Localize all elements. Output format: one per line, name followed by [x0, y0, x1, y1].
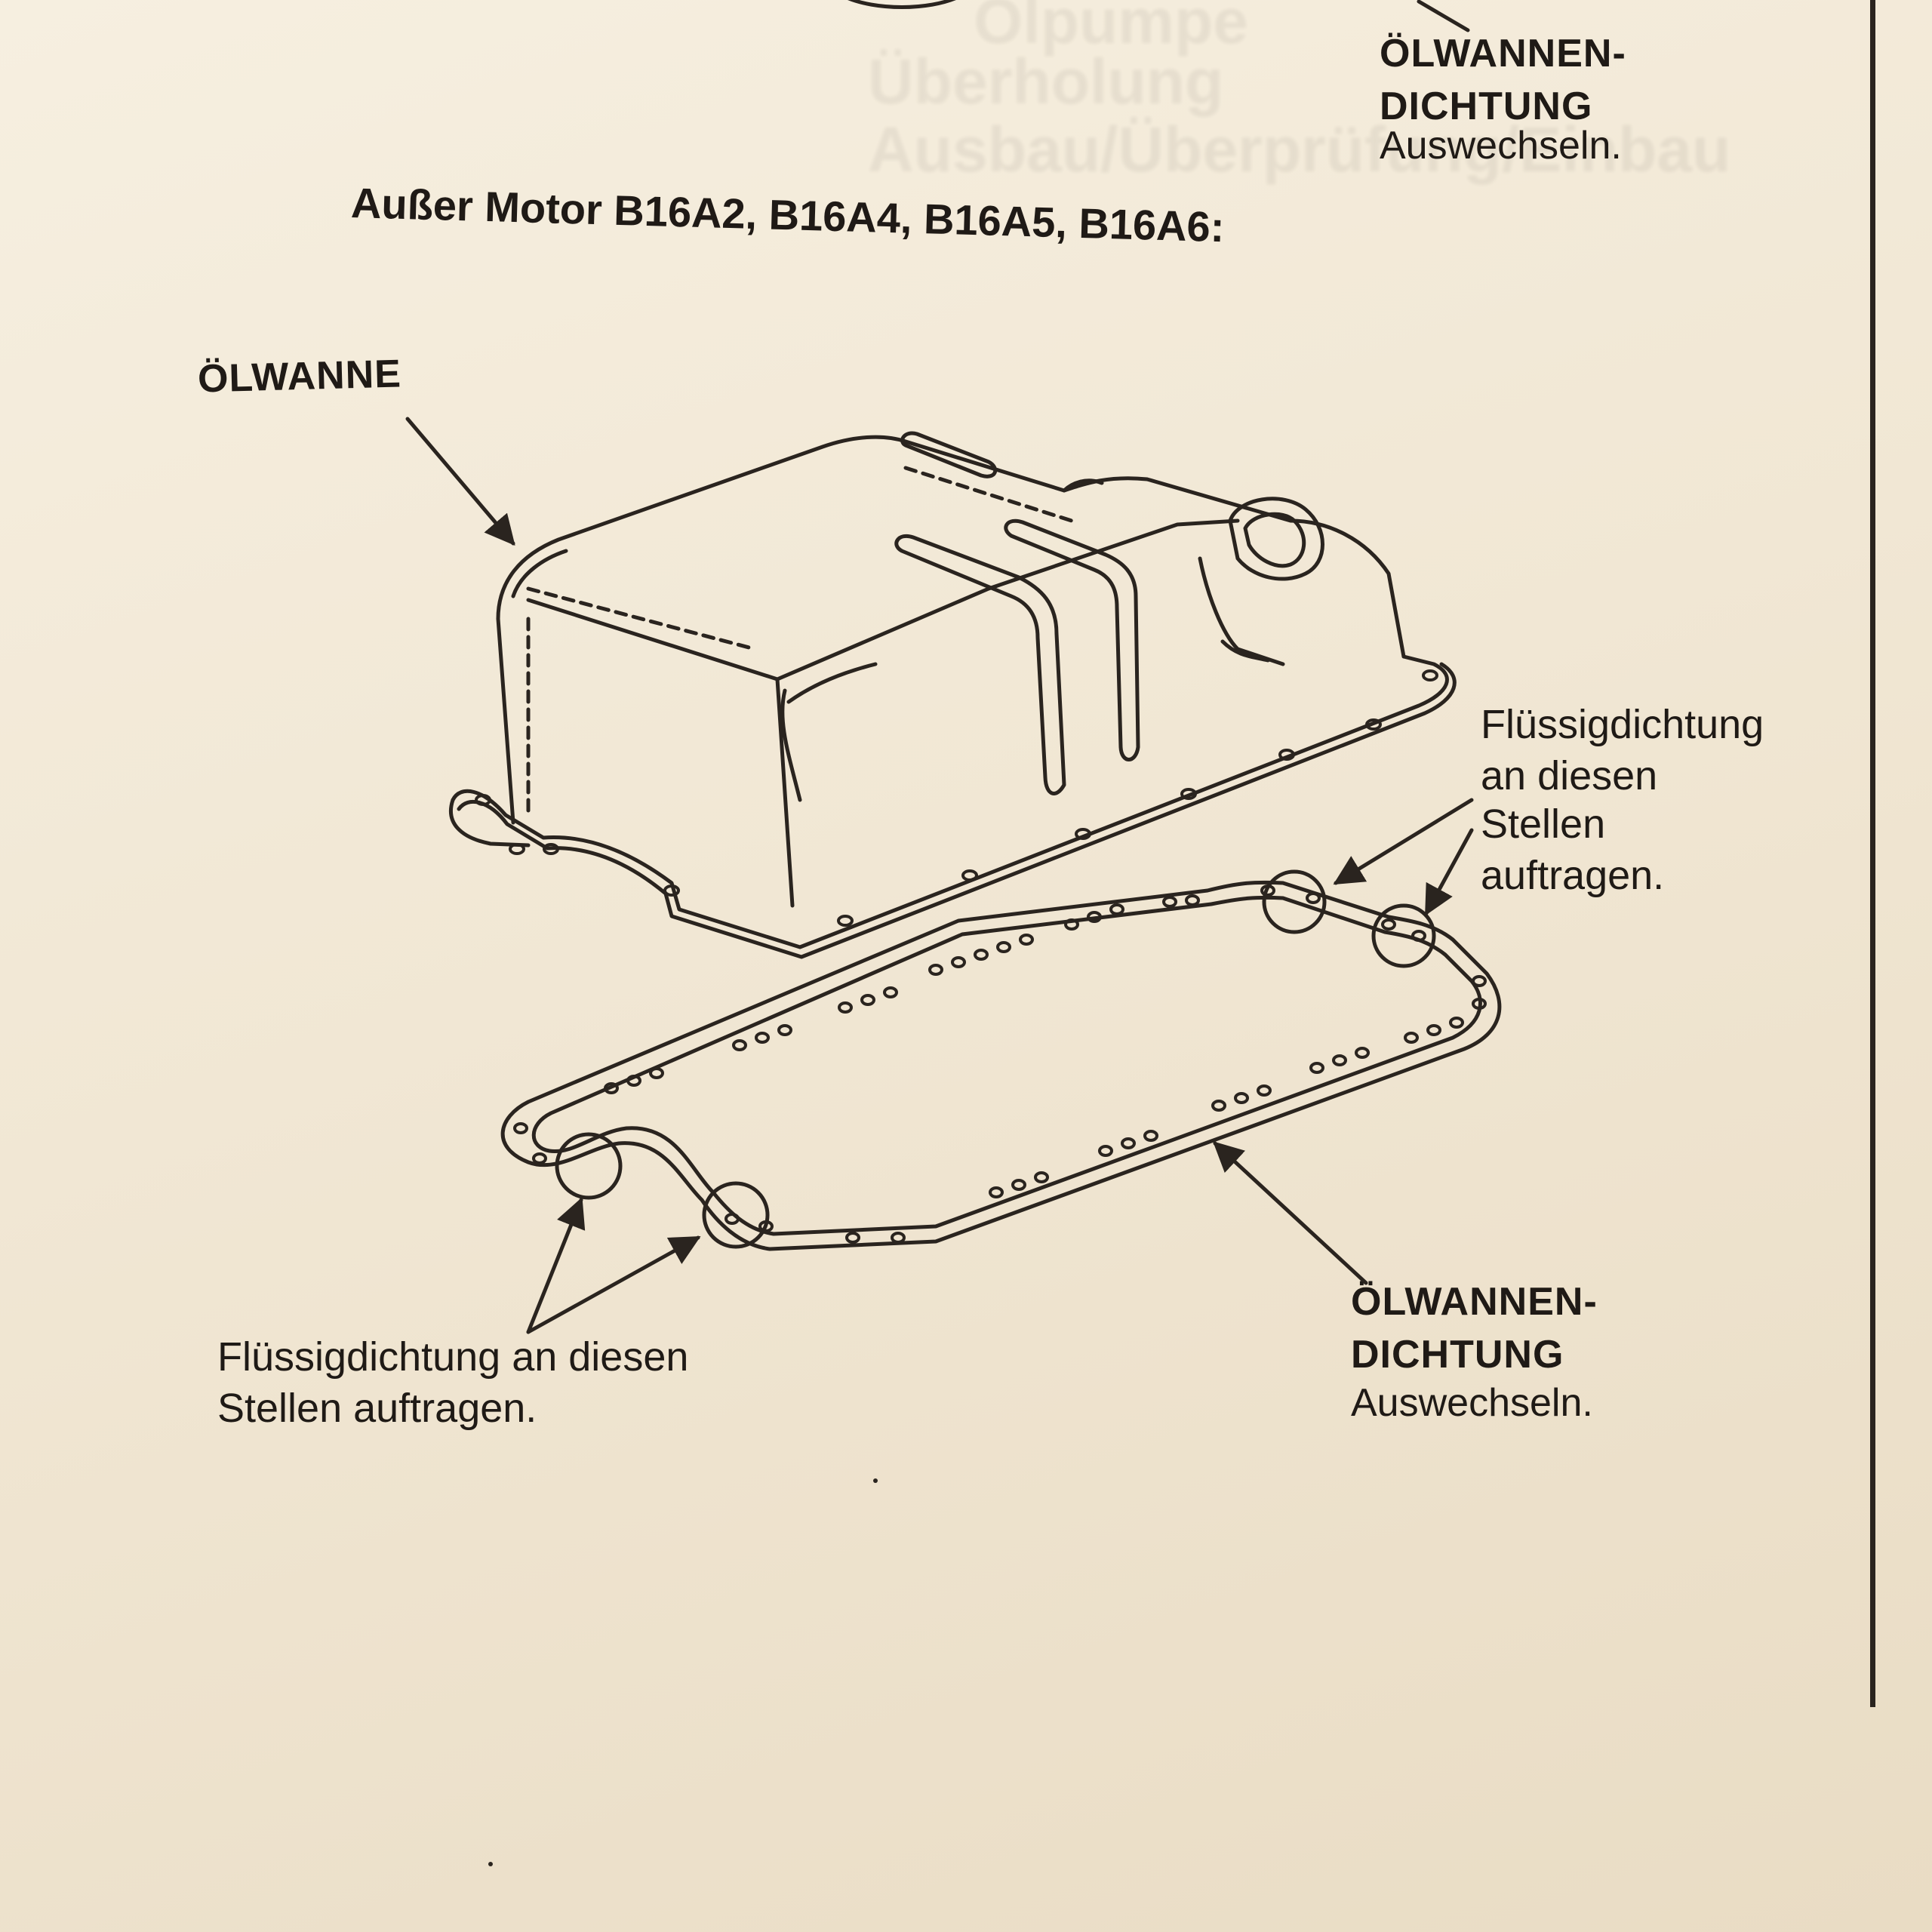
sealant-spot-top-right [1371, 903, 1436, 968]
ghost-text-2: Überholung [868, 46, 1224, 117]
oil-pan-step-2 [1220, 639, 1270, 663]
gasket-inner [531, 895, 1482, 1236]
gasket-sub: Auswechseln. [1351, 1381, 1593, 1425]
oil-pan-front-wall-inner [786, 662, 878, 704]
speck-2 [488, 1862, 493, 1866]
rib-2 [1004, 518, 1140, 761]
sealant-right-line-4: auftragen. [1481, 853, 1665, 898]
oil-pan-flange-left [448, 798, 531, 848]
ghost-text-3: Ausbau/Überprüfung/Einbau [868, 114, 1731, 185]
arrow-sealant-right-2 [1424, 828, 1474, 916]
arrow-sealant-right-1 [1333, 798, 1474, 885]
arrow-sealant-left-2 [526, 1235, 701, 1334]
sealant-right-line-3: Stellen [1481, 801, 1606, 847]
oil-pan-body [496, 435, 1406, 825]
arrow-oil-pan [405, 417, 515, 546]
ghost-text-1: Ölpumpe [974, 0, 1249, 57]
oil-pan-flange-inner [457, 662, 1457, 959]
gasket-title-1: ÖLWANNEN- [1351, 1280, 1598, 1324]
gasket-title-2: DICHTUNG [1351, 1333, 1564, 1377]
cutoff-leader [1417, 0, 1470, 32]
gasket-outer [500, 880, 1502, 1251]
page-margin-rule [1870, 0, 1875, 1707]
oil-pan-front-wall [775, 677, 795, 908]
leader-arrows [405, 417, 1474, 1334]
sealant-spot-bottom-left [555, 1132, 623, 1200]
sealant-right-line-1: Flüssigdichtung [1481, 702, 1764, 747]
sealant-left-line-1: Flüssigdichtung an diesen [217, 1334, 689, 1380]
arrow-sealant-left-1 [526, 1197, 586, 1334]
oil-pan-bolt-holes [475, 669, 1438, 927]
sealant-right-line-2: an diesen [1481, 753, 1658, 798]
arrow-gasket [1213, 1141, 1368, 1285]
speck-1 [873, 1478, 878, 1483]
oil-pan-dashed-1 [526, 586, 757, 651]
oil-pan-drain-boss-inner [1243, 512, 1306, 568]
oil-pan-top-front-edge [526, 518, 1240, 681]
gasket-bolt-holes [513, 884, 1487, 1244]
top-gasket-title-2: DICHTUNG [1380, 85, 1593, 128]
oil-pan-right-wall-back [780, 688, 802, 802]
top-gasket-sub: Auswechseln. [1380, 124, 1622, 168]
oil-pan-dashed-3 [903, 466, 1074, 523]
oil-pan-step [1198, 556, 1285, 666]
sealant-left-line-2: Stellen auftragen. [217, 1386, 537, 1431]
oil-pan-left-corner [511, 549, 568, 598]
oil-pan-rear-section [1062, 478, 1104, 493]
sealant-spot-bottom-right [702, 1181, 770, 1249]
rib-1 [894, 534, 1066, 795]
oil-pan-drain-boss [1228, 497, 1324, 581]
rib-3 [900, 431, 998, 478]
cutoff-shape [848, 0, 956, 9]
oil-pan [448, 431, 1457, 959]
sealant-spot-top-left [1262, 869, 1327, 934]
top-gasket-title-1: ÖLWANNEN- [1380, 32, 1626, 75]
oil-pan-gasket [500, 869, 1502, 1251]
